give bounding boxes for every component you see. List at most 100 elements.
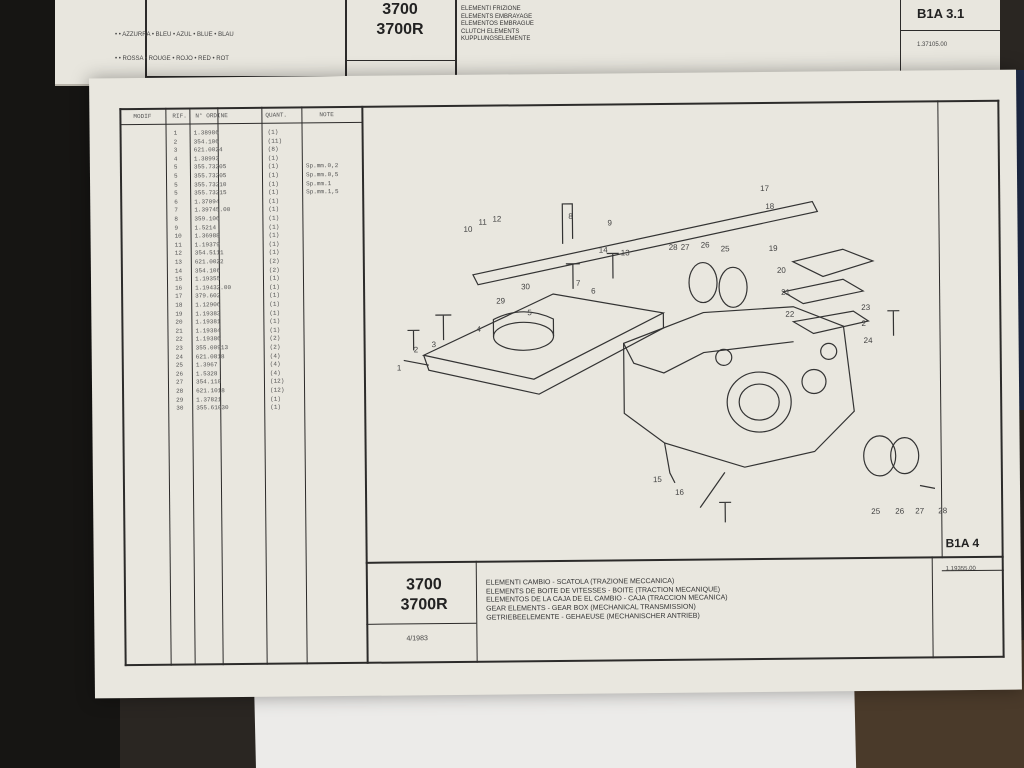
part-rif: 26 — [175, 370, 184, 378]
part-rif: 17 — [175, 292, 183, 301]
part-rif: 19 — [175, 310, 183, 318]
title-de: GETRIEBEELEMENTE - GEHAEUSE (MECHANISCHE… — [486, 612, 700, 622]
part-rif: 3 — [173, 146, 178, 154]
part-order-number: 1.3967 — [195, 361, 218, 369]
color-row-blue: • • AZZURRA • BLEU • AZUL • BLUE • BLAU — [115, 32, 234, 38]
part-quantity: (1) — [269, 292, 280, 300]
part-order-number: 1.19355 — [194, 275, 221, 283]
part-rif: 22 — [175, 335, 183, 344]
part-quantity: (2) — [268, 257, 280, 265]
callout-label: 9 — [607, 218, 612, 228]
part-quantity: (1) — [267, 128, 279, 136]
callout-label: 30 — [521, 282, 531, 292]
issue-date: 4/1983 — [406, 635, 428, 643]
part-order-number: 355.73205 — [193, 172, 227, 180]
header-ordine: N° ORDINE — [195, 112, 228, 120]
part-rif: 11 — [174, 241, 182, 249]
part-order-number: 359.106 — [194, 215, 220, 223]
part-note: Sp.mm.0,5 — [305, 171, 339, 179]
part-rif: 5 — [174, 189, 178, 197]
callout-label: 15 — [652, 474, 662, 485]
part-rif: 9 — [174, 224, 179, 232]
top-title-fr: ELEMENTS EMBRAYAGE — [461, 13, 533, 20]
header-note: NOTE — [319, 111, 334, 119]
part-note: Sp.mm.1,5 — [306, 188, 339, 196]
part-order-number: 1.19386 — [195, 335, 221, 343]
page-code: B1A 4 — [945, 535, 980, 551]
part-rif: 5 — [174, 181, 178, 189]
top-model-1: 3700 — [382, 1, 418, 18]
part-quantity: (1) — [269, 309, 281, 317]
top-ref: 1.37105.00 — [917, 42, 948, 48]
part-quantity: (1) — [267, 171, 279, 179]
part-order-number: 354.106 — [194, 266, 221, 275]
part-quantity: (1) — [268, 274, 280, 282]
part-quantity: (1) — [268, 249, 280, 257]
part-rif: 14 — [174, 267, 183, 275]
part-rif: 29 — [176, 396, 184, 404]
part-order-number: 621.1018 — [196, 387, 225, 395]
callout-label: 23 — [861, 302, 871, 313]
callout-label: 8 — [568, 211, 573, 221]
part-order-number: 355.73210 — [194, 180, 227, 189]
callout-label: 25 — [871, 506, 881, 516]
callout-label: 28 — [668, 242, 678, 252]
part-quantity: (1) — [269, 317, 281, 325]
part-rif: 5 — [173, 172, 178, 180]
part-order-number: 1.38993 — [193, 155, 220, 163]
callout-label: 29 — [496, 296, 506, 306]
header-rif: RIF. — [172, 112, 187, 120]
part-quantity: (1) — [269, 300, 281, 308]
part-order-number: 355.00913 — [195, 344, 229, 352]
callout-label: 24 — [863, 335, 873, 346]
part-quantity: (1) — [268, 214, 280, 222]
top-title-it: ELEMENTI FRIZIONE — [461, 6, 521, 12]
model-2: 3700R — [400, 596, 448, 614]
part-rif: 18 — [175, 301, 183, 309]
part-rif: 20 — [175, 318, 183, 326]
top-title-es: ELEMENTOS EMBRAGUE — [461, 21, 534, 27]
part-rif: 28 — [176, 387, 184, 395]
part-order-number: 354.5111 — [194, 249, 224, 257]
part-order-number: 1.37821 — [196, 395, 222, 404]
callout-label: 7 — [575, 278, 581, 288]
part-order-number: 1.38986 — [193, 129, 219, 137]
part-note: Sp.mm.0,2 — [305, 162, 339, 170]
part-rif: 7 — [174, 207, 178, 215]
top-title-de: KUPPLUNGSELEMENTE — [461, 36, 531, 42]
part-order-number: 1.12906 — [195, 301, 221, 309]
gearbox-exploded-diagram — [403, 200, 936, 523]
part-order-number: 1.39745.00 — [194, 206, 231, 214]
part-quantity: (4) — [269, 352, 281, 360]
part-rif: 2 — [173, 138, 178, 146]
part-rif: 5 — [173, 164, 178, 172]
part-order-number: 355.73215 — [194, 189, 227, 197]
callout-label: 17 — [760, 183, 770, 194]
part-rif: 27 — [175, 378, 184, 387]
callout-label: 19 — [768, 243, 778, 253]
callout-label: 22 — [785, 309, 795, 319]
part-rif: 6 — [174, 198, 178, 206]
callout-label: 21 — [781, 287, 791, 297]
part-quantity: (1) — [270, 403, 282, 411]
top-code: B1A 3.1 — [917, 6, 965, 21]
model-1: 3700 — [406, 576, 442, 594]
callout-label: 1 — [396, 363, 402, 373]
part-quantity: (1) — [267, 154, 279, 162]
callout-label: 25 — [720, 244, 730, 254]
part-quantity: (1) — [269, 283, 280, 291]
part-rif: 30 — [176, 404, 184, 412]
part-order-number: 1.19379 — [194, 241, 220, 249]
callout-label: 5 — [527, 308, 532, 318]
part-quantity: (4) — [269, 360, 281, 368]
part-rif: 10 — [174, 232, 182, 240]
page-ref: 1.19355.00 — [945, 565, 976, 573]
callout-label: 12 — [492, 214, 502, 224]
part-quantity: (1) — [269, 326, 281, 334]
header-quant: QUANT. — [265, 111, 288, 119]
callout-label: 10 — [463, 224, 473, 234]
part-order-number: 1.37094 — [194, 198, 220, 206]
part-order-number: 1.19384 — [195, 327, 221, 335]
